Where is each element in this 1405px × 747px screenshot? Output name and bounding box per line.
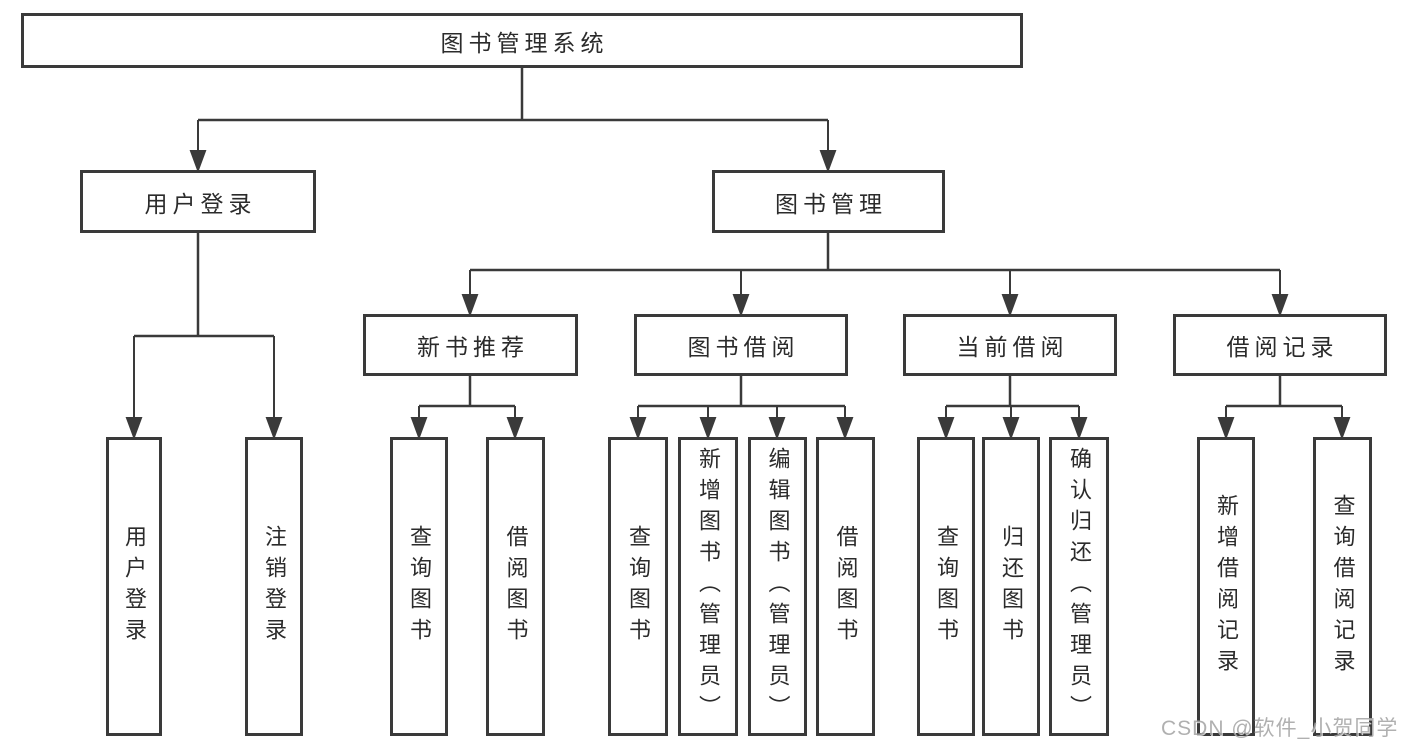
node-label: 新增借阅记录 bbox=[1214, 493, 1239, 680]
node-label: 归还图书 bbox=[999, 524, 1024, 649]
leaf-add-books-admin: 新增图书（管理员） bbox=[678, 437, 738, 736]
leaf-query-books-current: 查询图书 bbox=[917, 437, 975, 736]
node-label: 借阅图书 bbox=[833, 524, 859, 649]
node-label: 注销登录 bbox=[262, 524, 287, 649]
connector-borrow-records-children bbox=[1217, 376, 1351, 440]
node-label: 查询图书 bbox=[407, 524, 432, 649]
node-label: 编辑图书（管理员） bbox=[765, 447, 791, 726]
node-library-management-system: 图书管理系统 bbox=[21, 13, 1023, 68]
node-book-management: 图书管理 bbox=[712, 170, 945, 233]
leaf-user-login: 用户登录 bbox=[106, 437, 162, 736]
node-borrow-records: 借阅记录 bbox=[1173, 314, 1387, 376]
csdn-watermark: CSDN @软件_小贺同学 bbox=[1161, 717, 1399, 740]
connector-new-book-children bbox=[410, 376, 524, 440]
leaf-borrow-books: 借阅图书 bbox=[816, 437, 875, 736]
connector-root-to-level2 bbox=[189, 68, 837, 173]
node-label: 新增图书（管理员） bbox=[696, 447, 721, 726]
leaf-confirm-return-admin: 确认归还（管理员） bbox=[1049, 437, 1109, 736]
node-label: 新书推荐 bbox=[417, 334, 529, 360]
node-label: 查询图书 bbox=[934, 524, 959, 649]
leaf-query-borrow-record: 查询借阅记录 bbox=[1313, 437, 1372, 736]
node-label: 图书管理系统 bbox=[440, 29, 609, 56]
node-label: 查询图书 bbox=[626, 524, 651, 649]
leaf-edit-books-admin: 编辑图书（管理员） bbox=[748, 437, 807, 736]
leaf-return-books: 归还图书 bbox=[982, 437, 1040, 736]
leaf-add-borrow-record: 新增借阅记录 bbox=[1197, 437, 1255, 736]
leaf-query-books-borrow: 查询图书 bbox=[608, 437, 668, 736]
connector-current-borrow-children bbox=[937, 376, 1088, 440]
leaf-logout: 注销登录 bbox=[245, 437, 303, 736]
node-book-borrow: 图书借阅 bbox=[634, 314, 848, 376]
node-label: 用户登录 bbox=[144, 190, 257, 217]
node-label: 确认归还（管理员） bbox=[1067, 447, 1092, 726]
leaf-borrow-books-recommend: 借阅图书 bbox=[486, 437, 545, 736]
node-current-borrow: 当前借阅 bbox=[903, 314, 1117, 376]
node-new-book-recommend: 新书推荐 bbox=[363, 314, 578, 376]
node-label: 图书管理 bbox=[775, 190, 887, 217]
node-label: 用户登录 bbox=[122, 524, 147, 649]
connector-book-management-children bbox=[461, 233, 1289, 317]
connector-user-login-children bbox=[125, 233, 283, 440]
node-label: 图书借阅 bbox=[687, 334, 800, 360]
node-user-login: 用户登录 bbox=[80, 170, 316, 233]
node-label: 借阅记录 bbox=[1226, 334, 1339, 360]
connector-book-borrow-children bbox=[629, 376, 854, 440]
node-label: 查询借阅记录 bbox=[1330, 493, 1356, 680]
node-label: 当前借阅 bbox=[956, 334, 1069, 360]
leaf-query-books-recommend: 查询图书 bbox=[390, 437, 448, 736]
node-label: 借阅图书 bbox=[503, 524, 529, 649]
